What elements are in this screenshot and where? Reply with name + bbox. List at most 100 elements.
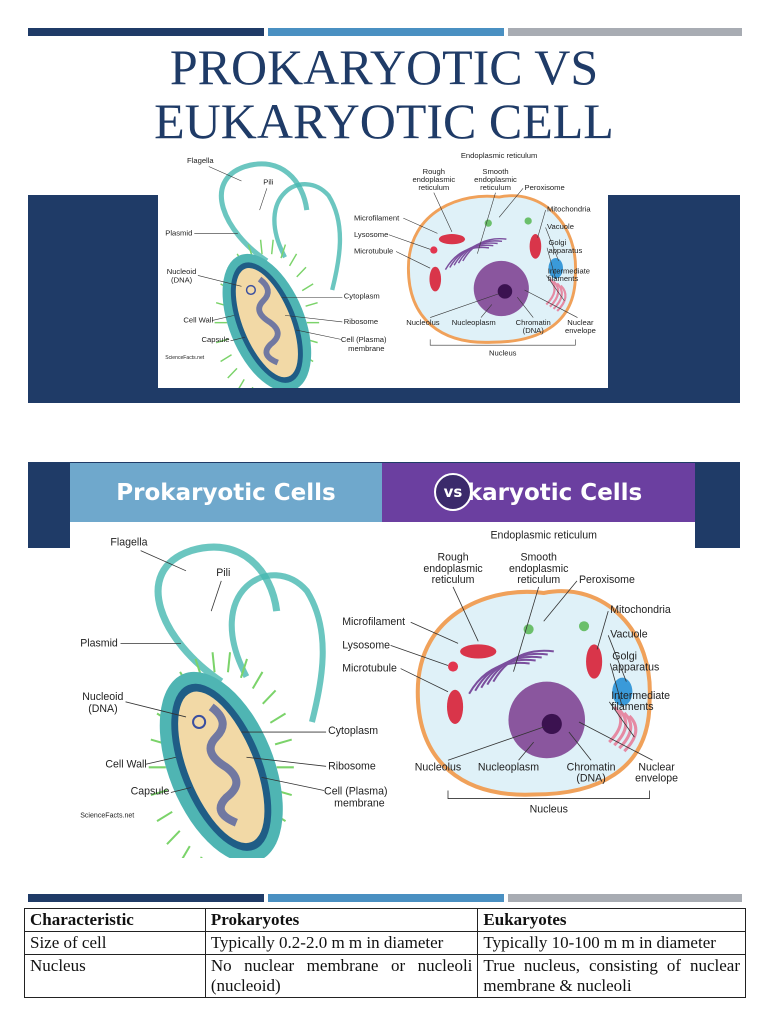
leader-line [259,188,268,211]
table-row: Nucleus No nuclear membrane or nucleoli … [24,954,746,998]
mitochondrion-shape [438,234,466,245]
label-rough-3: reticulum [418,183,449,192]
pilus [274,738,292,746]
label-cell-wall: Cell Wall [183,316,213,325]
cell-prokaryotes: Typically 0.2-2.0 m m in diameter [204,931,479,955]
divider-grey [508,894,742,902]
peroxisome-shape [578,621,590,632]
label-er: Endoplasmic reticulum [491,530,598,542]
leader-line [524,289,578,318]
label-cytoplasm: Cytoplasm [328,725,378,737]
peroxisome-shape [524,217,532,225]
header-eukaryotes: Eukaryotes [477,908,746,932]
label-nucleoplasm: Nucleoplasm [478,761,539,773]
cell-characteristic: Size of cell [24,931,206,955]
sciencefacts-logo: ScienceFacts.net [165,355,205,361]
label-peroxisome: Peroxisome [579,574,635,586]
leader-line [545,227,559,262]
label-capsule: Capsule [131,786,170,798]
label-rough-2: endoplasmic [412,175,455,184]
peroxisome-shape [484,219,492,227]
sciencefacts-logo: ScienceFacts.net [80,813,134,820]
leader-line [390,645,449,666]
label-nucleus: Nucleus [530,804,568,816]
vacuole-shape [612,677,633,706]
label-er: Endoplasmic reticulum [461,152,538,160]
pilus [296,266,307,278]
label-nucleolus: Nucleolus [406,318,440,327]
leader-line [410,621,459,644]
label-ribosome: Ribosome [344,317,378,326]
pilus [251,386,254,388]
nucleus-bracket [429,339,576,346]
leader-line [230,336,246,342]
label-pili: Pili [216,567,230,579]
leader-line [430,293,500,318]
leader-line [210,580,222,612]
pilus [239,658,248,679]
label-nucleus: Nucleus [489,348,517,357]
label-chromatin-2: (DNA) [576,772,605,784]
label-plasmid: Plasmid [165,229,192,238]
label-chromatin-1: Chromatin [516,318,551,327]
leader-line [608,701,635,738]
leader-line [400,668,449,693]
pilus [288,253,298,267]
page-title: PROKARYOTIC VS EUKARYOTIC CELL [0,40,768,148]
leader-line [517,297,534,318]
label-rough-1: Rough [437,552,468,564]
label-nucleoid-1: Nucleoid [167,267,197,276]
label-smooth-2: endoplasmic [509,563,569,575]
label-plasmid: Plasmid [80,637,118,649]
label-mitochondria: Mitochondria [547,205,591,214]
leader-line [513,586,540,672]
leader-line [546,275,565,302]
label-intermediate-1: Intermediate [611,690,670,702]
flagellum [228,572,326,723]
nucleus-bracket [447,790,650,799]
label-nucleoid-2: (DNA) [171,276,193,285]
leader-line [578,721,653,761]
leader-line [537,210,546,238]
label-smooth-3: reticulum [517,574,560,586]
label-rough-3: reticulum [432,574,475,586]
pilus [251,671,264,690]
top-divider-bars [28,28,742,36]
leader-line [403,217,438,234]
plasmid-ring [245,284,256,296]
pilus [181,845,191,858]
leader-line [388,234,431,250]
mitochondrion-shape [429,266,442,292]
nucleoid-dna [206,703,241,827]
leader-line [596,611,609,650]
label-microfilament: Microfilament [342,616,405,628]
leader-line [261,776,325,791]
divider-blue [268,894,504,902]
label-mitochondria: Mitochondria [610,604,671,616]
label-pili: Pili [263,178,273,187]
golgi-fold [556,284,567,312]
label-golgi-1: Golgi [612,650,637,662]
leader-line [208,166,242,182]
bottom-divider-bars [28,894,742,902]
pilus [200,856,203,858]
leader-line [433,192,453,232]
leader-line [170,787,192,793]
cell-prokaryotes: No nuclear membrane or nucleoli (nucleoi… [204,954,479,998]
header-prokaryotes: Prokaryotes [204,908,479,932]
nucleoid-dna [256,276,281,366]
divider-navy [28,894,264,902]
leader-line [212,315,235,321]
leader-line [284,315,343,323]
label-intermediate-2: filaments [611,701,653,713]
label-cytoplasm: Cytoplasm [344,292,380,301]
divider-navy [28,28,264,36]
label-golgi-1: Golgi [548,238,566,247]
leader-line [607,635,627,682]
table-header-row: Characteristic Prokaryotes Eukaryotes [24,908,746,932]
pilus [305,301,318,307]
leader-line [452,586,479,642]
pilus [269,712,287,724]
